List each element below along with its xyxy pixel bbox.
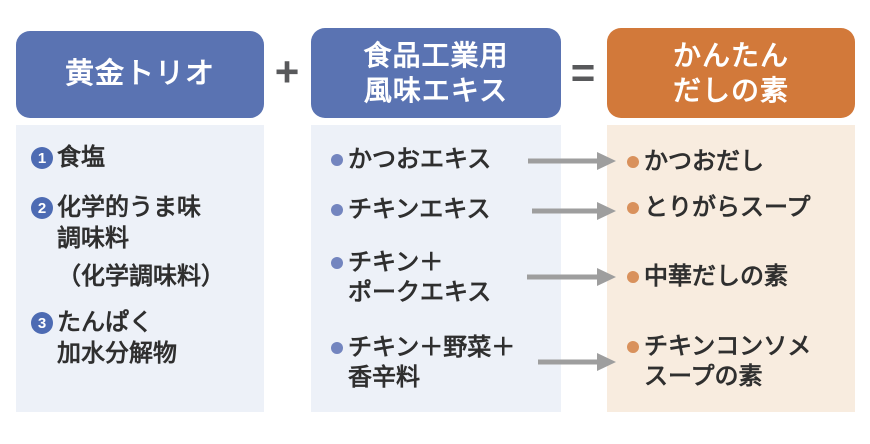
item-chicken-bone-soup-label: とりがらスープ xyxy=(644,194,811,221)
item-chemical-umami-seasoning: 2 化学的うま味 調味料 （化学調味料） xyxy=(31,192,225,292)
bullet-dot xyxy=(331,342,343,354)
plus-sign: + xyxy=(274,48,300,95)
bullet-dot xyxy=(627,156,639,168)
bullet-dot xyxy=(627,341,639,353)
item-protein-hydrolysate-label: たんぱく 加水分解物 xyxy=(57,309,177,367)
item-katsuo-extract-label: かつおエキス xyxy=(348,146,492,173)
header-flavor-line-1: 食品工業用 xyxy=(363,40,509,71)
item-chicken-vegetable-spice-label: チキン＋野菜＋ 香辛料 xyxy=(348,334,516,391)
number-badge-2: 2 xyxy=(31,197,53,219)
bullet-dot xyxy=(331,257,343,269)
header-easy-dashi-base: かんたん だしの素 xyxy=(607,28,855,118)
number-badge-3: 3 xyxy=(31,312,53,334)
golden-trio-panel xyxy=(16,125,264,412)
item-chicken-consomme-base: チキンコンソメ スープの素 xyxy=(627,332,811,392)
item-chicken-bone-soup: とりがらスープ xyxy=(627,193,811,223)
item-chicken-vegetable-spice: チキン＋野菜＋ 香辛料 xyxy=(331,333,515,393)
header-golden-trio: 黄金トリオ xyxy=(16,31,264,118)
item-katsuo-dashi: かつおだし xyxy=(627,147,764,177)
equals-sign: = xyxy=(570,49,596,96)
header-industrial-flavor-extract: 食品工業用 風味エキス xyxy=(311,28,561,118)
item-chinese-dashi-base: 中華だしの素 xyxy=(627,262,788,292)
flavor-extract-panel xyxy=(311,125,561,412)
bullet-dot xyxy=(331,204,343,216)
dashi-products-panel xyxy=(607,125,855,412)
item-chicken-pork-extract-label: チキン＋ ポークエキス xyxy=(348,249,492,306)
item-chicken-extract: チキンエキス xyxy=(331,195,491,225)
header-flavor-line-2: 風味エキス xyxy=(363,75,509,106)
item-chinese-dashi-base-label: 中華だしの素 xyxy=(644,263,788,290)
item-katsuo-extract: かつおエキス xyxy=(331,145,491,175)
item-salt: 1 食塩 xyxy=(31,142,105,173)
header-dashi-line-2: だしの素 xyxy=(672,75,789,106)
item-protein-hydrolysate: 3 たんぱく 加水分解物 xyxy=(31,307,177,369)
item-katsuo-dashi-label: かつおだし xyxy=(644,148,764,175)
header-golden-trio-label: 黄金トリオ xyxy=(64,58,215,90)
item-chemical-umami-note: （化学調味料） xyxy=(57,263,225,290)
bullet-dot xyxy=(627,202,639,214)
header-dashi-line-1: かんたん xyxy=(672,40,789,71)
item-chemical-umami-label: 化学的うま味 調味料 （化学調味料） xyxy=(57,194,225,290)
item-salt-label: 食塩 xyxy=(57,144,105,171)
item-chicken-pork-extract: チキン＋ ポークエキス xyxy=(331,248,491,308)
bullet-dot xyxy=(627,271,639,283)
bullet-dot xyxy=(331,154,343,166)
number-badge-1: 1 xyxy=(31,147,53,169)
item-chicken-consomme-base-label: チキンコンソメ スープの素 xyxy=(644,333,812,390)
item-chicken-extract-label: チキンエキス xyxy=(348,196,491,223)
